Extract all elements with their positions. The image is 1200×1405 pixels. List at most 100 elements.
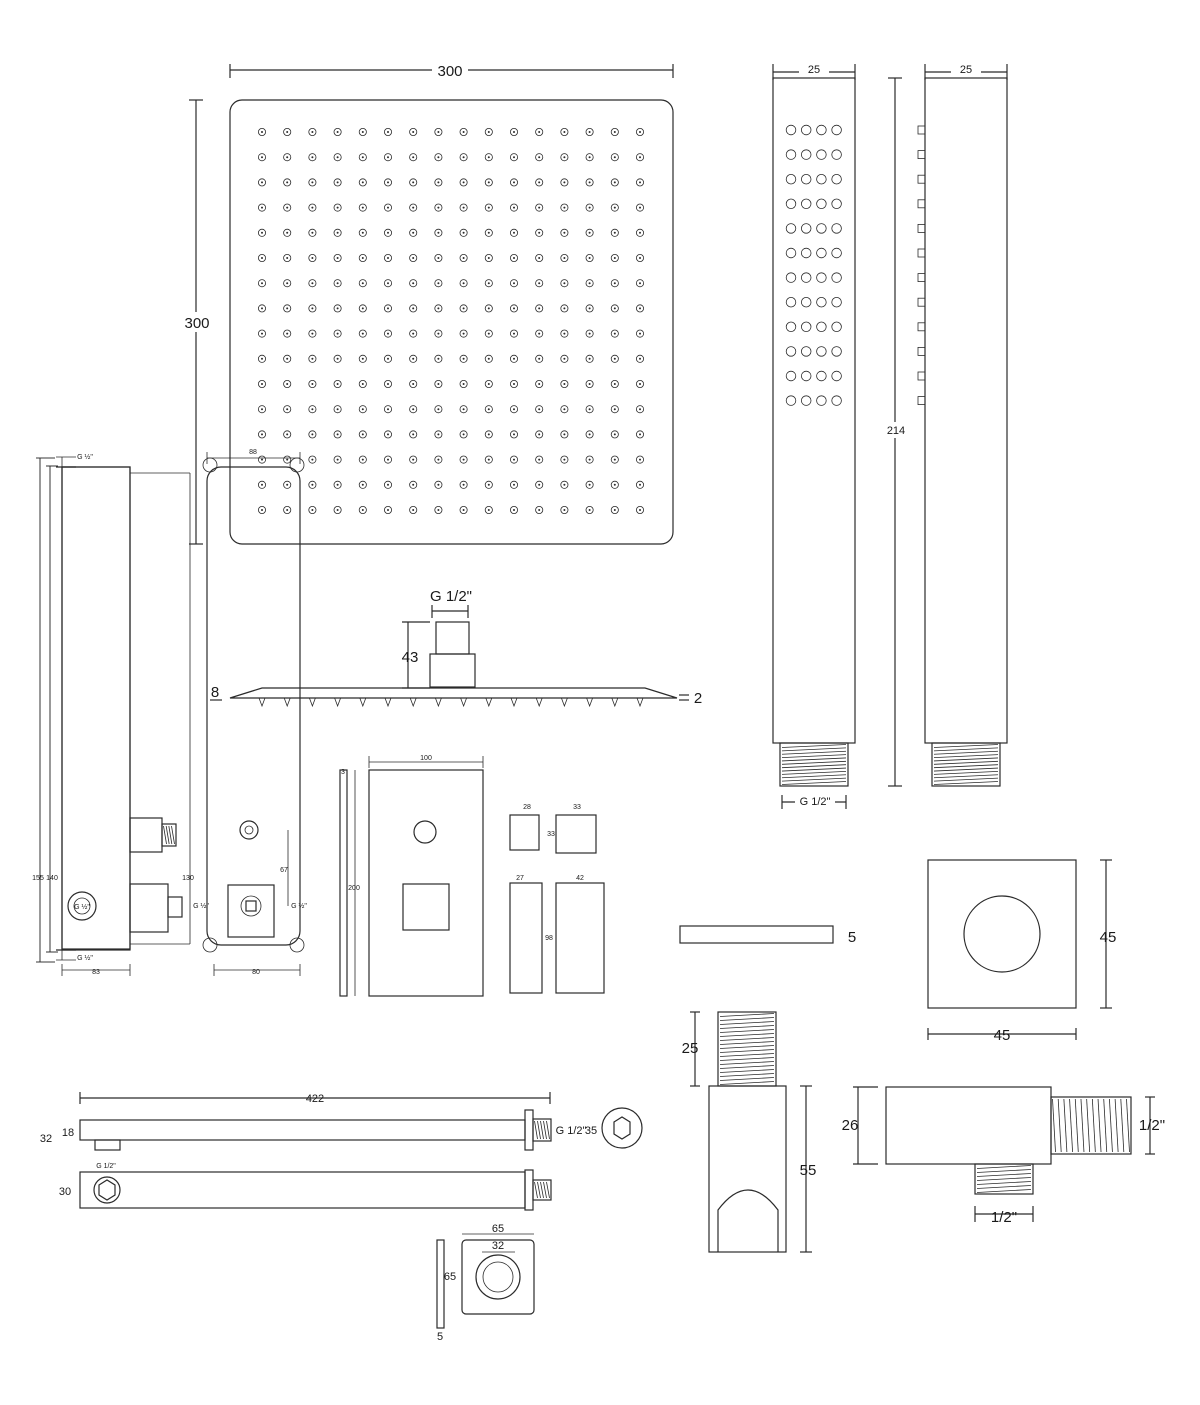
hand-nozzle: [801, 297, 812, 308]
nozzle: [409, 178, 418, 187]
rain-head-top-view: 300 300: [182, 62, 674, 545]
nozzle: [283, 279, 292, 288]
nozzle: [459, 304, 468, 313]
cover-plate-handle-square: [402, 883, 450, 931]
nozzle: [409, 354, 418, 363]
nozzle: [434, 505, 443, 514]
nozzle: [383, 153, 392, 162]
drip-point: [636, 697, 644, 708]
nozzle: [308, 153, 317, 162]
nozzle: [383, 228, 392, 237]
nozzle: [409, 405, 418, 414]
hand-shower-side-view: 25 214: [884, 62, 1008, 787]
nozzle: [509, 127, 518, 136]
hand-nozzle: [801, 247, 812, 259]
nozzle: [434, 304, 443, 313]
nozzle: [358, 329, 367, 338]
nozzle: [636, 505, 645, 514]
nozzle: [434, 203, 443, 212]
nozzle: [535, 505, 544, 514]
lever-depth-label: 42: [576, 875, 584, 882]
side-nub: [917, 346, 926, 356]
nozzle: [560, 329, 569, 338]
valve-center-port-label: G ½": [74, 903, 90, 911]
shower-arm-bottom-thread: [532, 1179, 552, 1201]
valve-port-ring: [67, 891, 97, 921]
holder-thread-length-label: 25: [682, 1040, 699, 1057]
drip-point: [510, 697, 518, 708]
shower-arm-inlet-label: G 1/2": [96, 1163, 116, 1170]
holder-body-height-label: 55: [800, 1162, 817, 1179]
nozzle: [585, 279, 594, 288]
valve-box-outline: [61, 466, 131, 951]
nozzle: [434, 127, 443, 136]
nozzle: [459, 153, 468, 162]
mounting-ear-2: [202, 937, 218, 953]
hand-nozzle: [801, 321, 812, 333]
hand-nozzle: [785, 223, 797, 234]
nozzle: [434, 480, 443, 489]
hand-nozzle: [785, 297, 797, 308]
nozzle: [308, 329, 317, 338]
nozzle: [333, 279, 342, 288]
knob-width-label: 28: [523, 804, 531, 811]
nozzle: [484, 279, 493, 288]
nozzle: [358, 455, 367, 464]
nozzle: [257, 203, 266, 212]
nozzle: [560, 354, 569, 363]
flange-height-label: 65: [444, 1271, 456, 1283]
wall-plate-circle: [963, 895, 1041, 973]
nozzle: [409, 153, 418, 162]
valve-front-hex: [240, 895, 262, 917]
hand-shower-side-body: [924, 77, 1008, 744]
nozzle: [383, 329, 392, 338]
hand-nozzle: [801, 272, 812, 283]
nozzle: [560, 505, 569, 514]
valve-front-right-port-label: G ½": [291, 902, 307, 910]
nozzle: [484, 304, 493, 313]
nozzle: [257, 405, 266, 414]
nozzle: [509, 329, 518, 338]
wall-plate-thickness-label: 5: [848, 929, 856, 946]
mounting-ear-0: [202, 457, 218, 473]
nozzle: [560, 253, 569, 262]
nozzle: [383, 405, 392, 414]
rain-head-plate-profile: [229, 687, 678, 699]
hand-shower-nozzle-grid: [785, 124, 842, 406]
nozzle: [383, 354, 392, 363]
cover-plate-thickness-label: 3: [341, 769, 345, 776]
hand-nozzle: [785, 198, 797, 210]
lever-height-label: 98: [545, 935, 553, 942]
valve-front-outline: [206, 466, 301, 946]
mounting-ear-3: [289, 937, 305, 953]
nozzle: [333, 430, 342, 439]
nozzle: [308, 203, 317, 212]
nozzle: [509, 153, 518, 162]
nozzle: [257, 329, 266, 338]
nozzle: [383, 127, 392, 136]
nozzle: [283, 505, 292, 514]
valve-depth-label: 83: [92, 969, 100, 976]
hand-nozzle: [831, 395, 842, 406]
shower-arm-end-circle: [601, 1107, 643, 1149]
nozzle: [610, 505, 619, 514]
hand-nozzle: [816, 173, 827, 185]
nozzle: [636, 203, 645, 212]
nozzle: [509, 354, 518, 363]
side-nub: [917, 396, 926, 406]
hand-nozzle: [801, 395, 812, 406]
drip-point: [586, 697, 593, 708]
nozzle: [358, 228, 367, 237]
nozzle: [484, 178, 493, 187]
nozzle: [484, 203, 493, 212]
lever-side: [509, 882, 543, 994]
nozzle: [283, 203, 292, 212]
nozzle: [560, 203, 569, 212]
shower-arm-end-diameter-label: 35: [585, 1125, 597, 1137]
nozzle: [509, 455, 518, 464]
nozzle: [585, 178, 594, 187]
nozzle: [283, 304, 292, 313]
drip-point: [611, 697, 619, 708]
nozzle: [509, 178, 518, 187]
